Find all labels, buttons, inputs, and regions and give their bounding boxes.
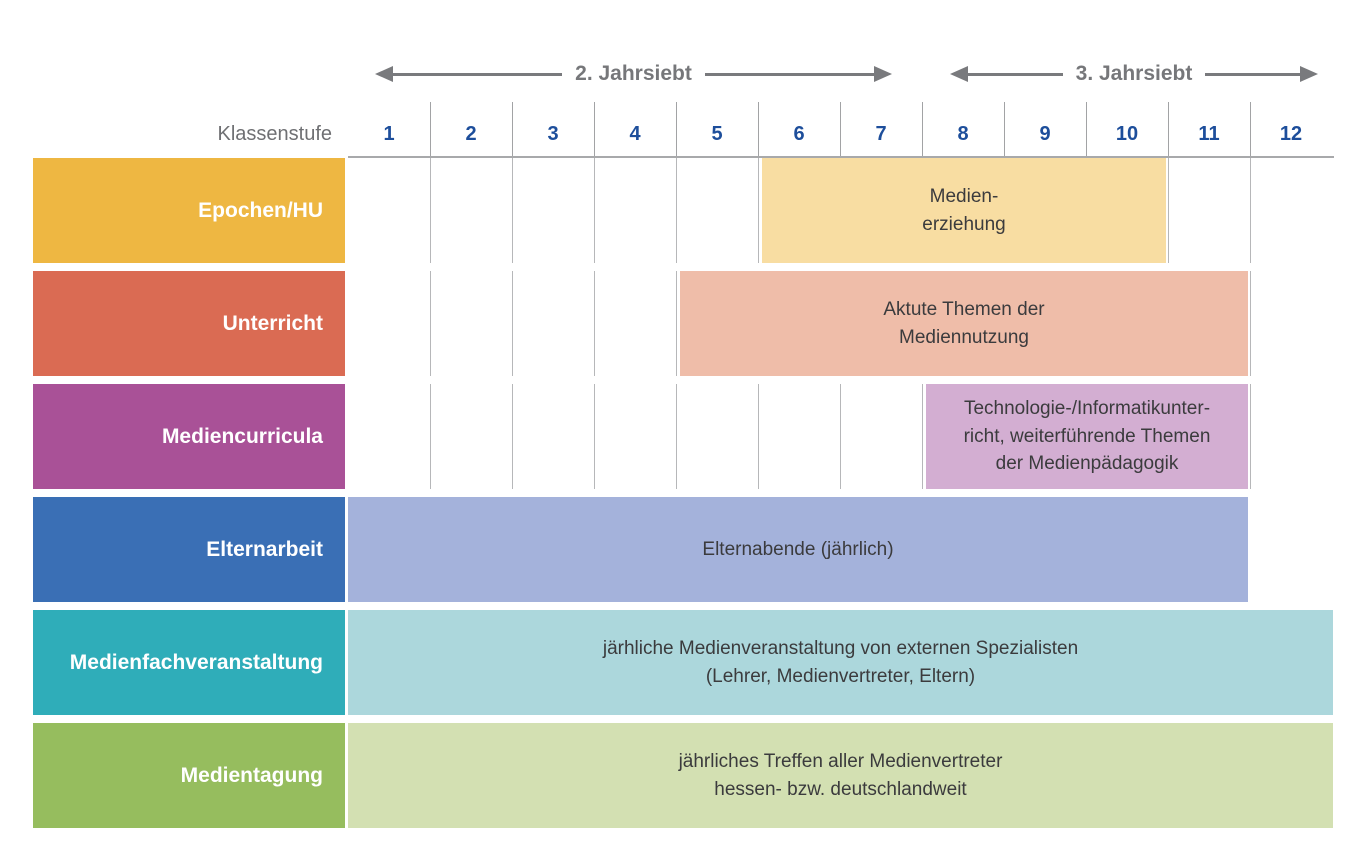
period-line xyxy=(968,72,1063,76)
grade-label: 8 xyxy=(957,123,969,145)
column-gridline xyxy=(430,271,431,376)
grade-separator xyxy=(840,102,841,156)
row-label-medientagung: Medientagung xyxy=(33,723,345,828)
grade-separator xyxy=(594,102,595,156)
timeline-bar-medientagung: jährliches Treffen aller Medienvertreter… xyxy=(348,723,1333,828)
grade-label: 11 xyxy=(1198,123,1220,145)
grade-separator xyxy=(512,102,513,156)
row-label-elternarbeit: Elternarbeit xyxy=(33,497,345,602)
grade-label: 4 xyxy=(629,123,641,145)
row-label-unterricht: Unterricht xyxy=(33,271,345,376)
bar-label-line: järhliche Medienveranstaltung von extern… xyxy=(602,637,1079,659)
grade-label: 5 xyxy=(711,123,723,145)
column-gridline xyxy=(430,384,431,489)
grade-separator xyxy=(1086,102,1087,156)
bar-label-line: erziehung xyxy=(922,213,1006,235)
column-gridline xyxy=(1250,158,1251,263)
row-label-medienfachveranstaltung: Medienfachveranstaltung xyxy=(33,610,345,715)
column-gridline xyxy=(594,158,595,263)
row-label-mediencurricula: Mediencurricula xyxy=(33,384,345,489)
bar-label-line: jährliches Treffen aller Medienvertreter xyxy=(678,750,1003,772)
bar-label: Elternabende (jährlich) xyxy=(702,536,893,564)
bar-label-line: (Lehrer, Medienvertreter, Eltern) xyxy=(705,665,976,687)
bar-label-line: richt, weiterführende Themen xyxy=(963,425,1211,447)
bar-label: Medien-erziehung xyxy=(922,183,1005,238)
grade-label: 6 xyxy=(793,123,805,145)
grade-label: 7 xyxy=(875,123,887,145)
bar-label-line: Mediennutzung xyxy=(899,326,1029,348)
arrow-left-icon xyxy=(950,66,968,82)
column-gridline xyxy=(594,384,595,489)
grade-separator xyxy=(1250,102,1251,156)
period-line xyxy=(704,72,875,76)
grade-separator xyxy=(922,102,923,156)
column-gridline xyxy=(512,158,513,263)
column-gridline xyxy=(840,384,841,489)
grade-label: 1 xyxy=(383,123,395,145)
grade-separator xyxy=(1004,102,1005,156)
axis-baseline xyxy=(348,156,1334,158)
column-gridline xyxy=(676,271,677,376)
column-gridline xyxy=(1250,271,1251,376)
timeline-bar-elternarbeit: Elternabende (jährlich) xyxy=(348,497,1248,602)
bar-label: Technologie-/Informatikunter-richt, weit… xyxy=(964,395,1211,478)
grade-separator xyxy=(676,102,677,156)
column-gridline xyxy=(1250,384,1251,489)
bar-label-line: der Medienpädagogik xyxy=(995,453,1179,475)
grade-separator xyxy=(430,102,431,156)
arrow-right-icon xyxy=(1300,66,1319,82)
grade-label: 2 xyxy=(465,123,477,145)
grade-label: 3 xyxy=(547,123,559,145)
bar-label: jährliches Treffen aller Medienvertreter… xyxy=(679,748,1003,803)
grade-label: 9 xyxy=(1039,123,1051,145)
grade-label: 10 xyxy=(1115,123,1139,145)
grade-label: 12 xyxy=(1279,123,1303,145)
period-line xyxy=(393,72,563,76)
bar-label-line: Elternabende (jährlich) xyxy=(702,538,894,560)
grade-separator xyxy=(1168,102,1169,156)
column-gridline xyxy=(1168,158,1169,263)
x-axis-title: Klassenstufe xyxy=(217,123,332,145)
bar-label-line: Technologie-/Informatikunter- xyxy=(963,398,1211,420)
bar-label-line: Medien- xyxy=(929,185,999,207)
column-gridline xyxy=(512,384,513,489)
period-label: 3. Jahrsiebt xyxy=(1075,62,1193,85)
row-label-epochen-hu: Epochen/HU xyxy=(33,158,345,263)
period-bracket: 2. Jahrsiebt xyxy=(375,58,893,90)
column-gridline xyxy=(758,158,759,263)
period-bracket: 3. Jahrsiebt xyxy=(950,58,1319,90)
bar-label: järhliche Medienveranstaltung von extern… xyxy=(603,635,1078,690)
column-gridline xyxy=(676,158,677,263)
column-gridline xyxy=(430,158,431,263)
column-gridline xyxy=(676,384,677,489)
timeline-bar-epochen-hu: Medien-erziehung xyxy=(762,158,1166,263)
grade-separator xyxy=(758,102,759,156)
period-line xyxy=(1205,72,1301,76)
column-gridline xyxy=(594,271,595,376)
arrow-left-icon xyxy=(375,66,393,82)
column-gridline xyxy=(512,271,513,376)
bar-label-line: Aktute Themen der xyxy=(883,298,1045,320)
period-label: 2. Jahrsiebt xyxy=(575,62,692,85)
column-gridline xyxy=(922,384,923,489)
bar-label-line: hessen- bzw. deutschlandweit xyxy=(714,778,967,800)
column-gridline xyxy=(758,384,759,489)
arrow-right-icon xyxy=(874,66,893,82)
timeline-bar-medienfachveranstaltung: järhliche Medienveranstaltung von extern… xyxy=(348,610,1333,715)
timeline-bar-mediencurricula: Technologie-/Informatikunter-richt, weit… xyxy=(926,384,1248,489)
